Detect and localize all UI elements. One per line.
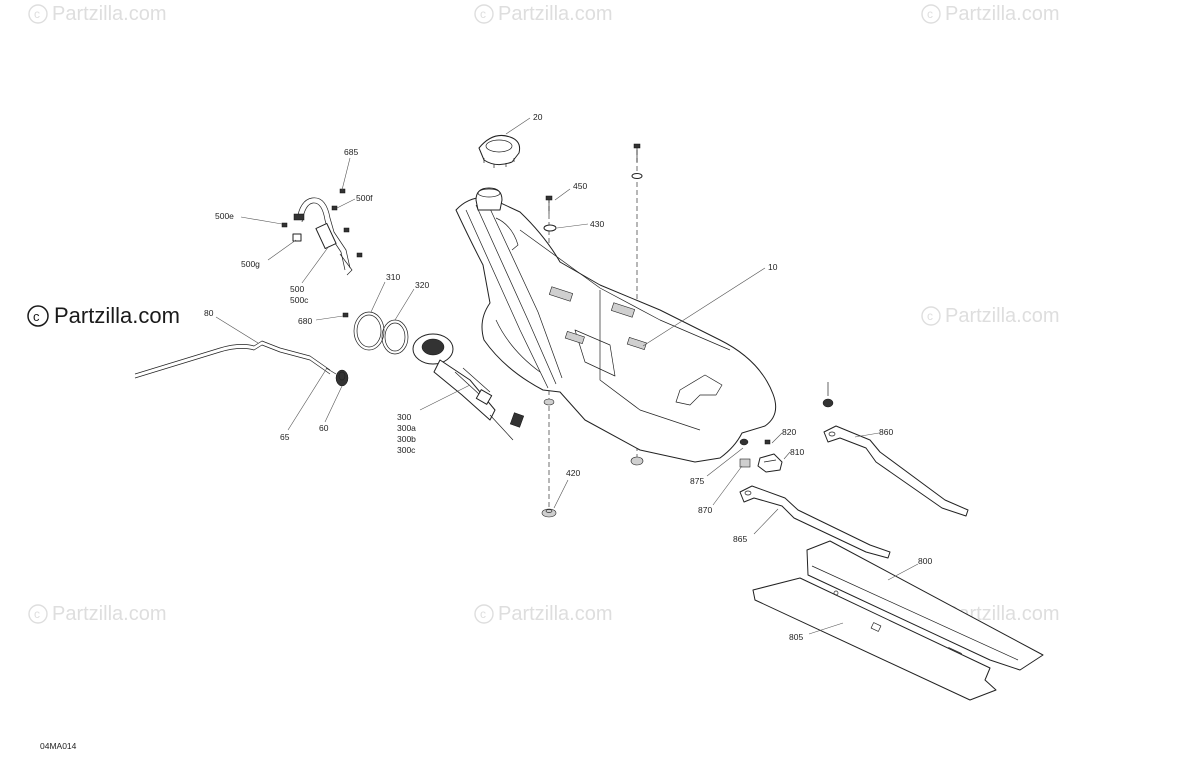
label-500f[interactable]: 500f bbox=[356, 193, 373, 203]
label-320[interactable]: 320 bbox=[415, 280, 429, 290]
watermark-bottom-left: c Partzilla.com bbox=[28, 603, 166, 625]
vent-hose[interactable] bbox=[134, 340, 331, 379]
nut-875[interactable] bbox=[739, 438, 749, 446]
label-420[interactable]: 420 bbox=[566, 468, 580, 478]
label-685[interactable]: 685 bbox=[344, 147, 358, 157]
label-500c[interactable]: 500c bbox=[290, 295, 309, 305]
label-310[interactable]: 310 bbox=[386, 272, 400, 282]
label-10[interactable]: 10 bbox=[768, 262, 778, 272]
part-labels: 20 450 430 10 685 500f 500e 500g 500 500… bbox=[204, 112, 932, 642]
clamp-685[interactable] bbox=[339, 188, 346, 194]
svg-text:c: c bbox=[34, 7, 40, 21]
svg-text:c: c bbox=[480, 607, 486, 621]
label-80[interactable]: 80 bbox=[204, 308, 214, 318]
label-805[interactable]: 805 bbox=[789, 632, 803, 642]
heat-shield-805[interactable] bbox=[752, 577, 997, 701]
bracket-810[interactable] bbox=[757, 453, 783, 473]
clamp-500g[interactable] bbox=[343, 227, 350, 233]
grommet-420[interactable] bbox=[541, 508, 557, 518]
label-500e[interactable]: 500e bbox=[215, 211, 234, 221]
svg-text:Partzilla.com: Partzilla.com bbox=[498, 3, 612, 25]
svg-text:c: c bbox=[927, 7, 933, 21]
label-65[interactable]: 65 bbox=[280, 432, 290, 442]
label-870[interactable]: 870 bbox=[698, 505, 712, 515]
gasket-310[interactable] bbox=[353, 311, 385, 351]
label-800[interactable]: 800 bbox=[918, 556, 932, 566]
svg-text:c: c bbox=[480, 7, 486, 21]
watermark-bottom-center: c Partzilla.com bbox=[474, 603, 612, 625]
bolt-top-right[interactable] bbox=[631, 143, 643, 179]
leader-lines bbox=[215, 117, 919, 635]
label-430[interactable]: 430 bbox=[590, 219, 604, 229]
watermark-top-center: c Partzilla.com bbox=[474, 3, 612, 25]
fuel-pump-module[interactable] bbox=[412, 333, 525, 441]
gasket-320[interactable] bbox=[381, 319, 409, 355]
label-300a[interactable]: 300a bbox=[397, 423, 416, 433]
nut-860[interactable] bbox=[822, 398, 834, 408]
label-20[interactable]: 20 bbox=[533, 112, 543, 122]
clamp-500f[interactable] bbox=[331, 205, 338, 211]
label-500[interactable]: 500 bbox=[290, 284, 304, 294]
hose-connector-65[interactable] bbox=[325, 367, 337, 375]
watermark-mid-right: c Partzilla.com bbox=[921, 305, 1059, 327]
label-820[interactable]: 820 bbox=[782, 427, 796, 437]
clip-875[interactable] bbox=[739, 458, 751, 468]
grommet-under-tank bbox=[543, 398, 555, 406]
screw-680[interactable] bbox=[342, 312, 349, 318]
bolt-450[interactable] bbox=[545, 195, 553, 214]
svg-text:c: c bbox=[927, 309, 933, 323]
label-875[interactable]: 875 bbox=[690, 476, 704, 486]
label-300b[interactable]: 300b bbox=[397, 434, 416, 444]
svg-text:Partzilla.com: Partzilla.com bbox=[945, 3, 1059, 25]
label-60[interactable]: 60 bbox=[319, 423, 329, 433]
grommet-right[interactable] bbox=[630, 456, 644, 466]
svg-text:c: c bbox=[33, 309, 40, 324]
label-500g[interactable]: 500g bbox=[241, 259, 260, 269]
clamp-lower[interactable] bbox=[356, 252, 363, 258]
fuel-tank[interactable] bbox=[455, 187, 777, 463]
svg-text:Partzilla.com: Partzilla.com bbox=[52, 603, 166, 625]
fuel-line-assembly[interactable] bbox=[292, 197, 353, 276]
watermark-top-left: c Partzilla.com bbox=[28, 3, 166, 25]
screw-820[interactable] bbox=[764, 439, 771, 445]
fuel-cap[interactable] bbox=[478, 134, 521, 168]
svg-text:Partzilla.com: Partzilla.com bbox=[52, 3, 166, 25]
svg-text:Partzilla.com: Partzilla.com bbox=[498, 603, 612, 625]
strap-865[interactable] bbox=[739, 485, 891, 559]
check-valve-60[interactable] bbox=[335, 369, 349, 387]
svg-text:Partzilla.com: Partzilla.com bbox=[54, 303, 180, 328]
label-300c[interactable]: 300c bbox=[397, 445, 416, 455]
label-810[interactable]: 810 bbox=[790, 447, 804, 457]
label-865[interactable]: 865 bbox=[733, 534, 747, 544]
gasket-310-inner bbox=[356, 314, 382, 348]
label-450[interactable]: 450 bbox=[573, 181, 587, 191]
strap-860[interactable] bbox=[823, 425, 969, 517]
label-300[interactable]: 300 bbox=[397, 412, 411, 422]
gasket-320-inner bbox=[384, 322, 406, 352]
washer-430[interactable] bbox=[543, 224, 557, 232]
label-860[interactable]: 860 bbox=[879, 427, 893, 437]
clamp-500e[interactable] bbox=[281, 222, 288, 228]
label-680[interactable]: 680 bbox=[298, 316, 312, 326]
main-watermark: c Partzilla.com bbox=[27, 303, 180, 328]
svg-text:c: c bbox=[34, 607, 40, 621]
svg-text:Partzilla.com: Partzilla.com bbox=[945, 305, 1059, 327]
diagram-code: 04MA014 bbox=[40, 741, 77, 751]
watermark-top-right: c Partzilla.com bbox=[921, 3, 1059, 25]
